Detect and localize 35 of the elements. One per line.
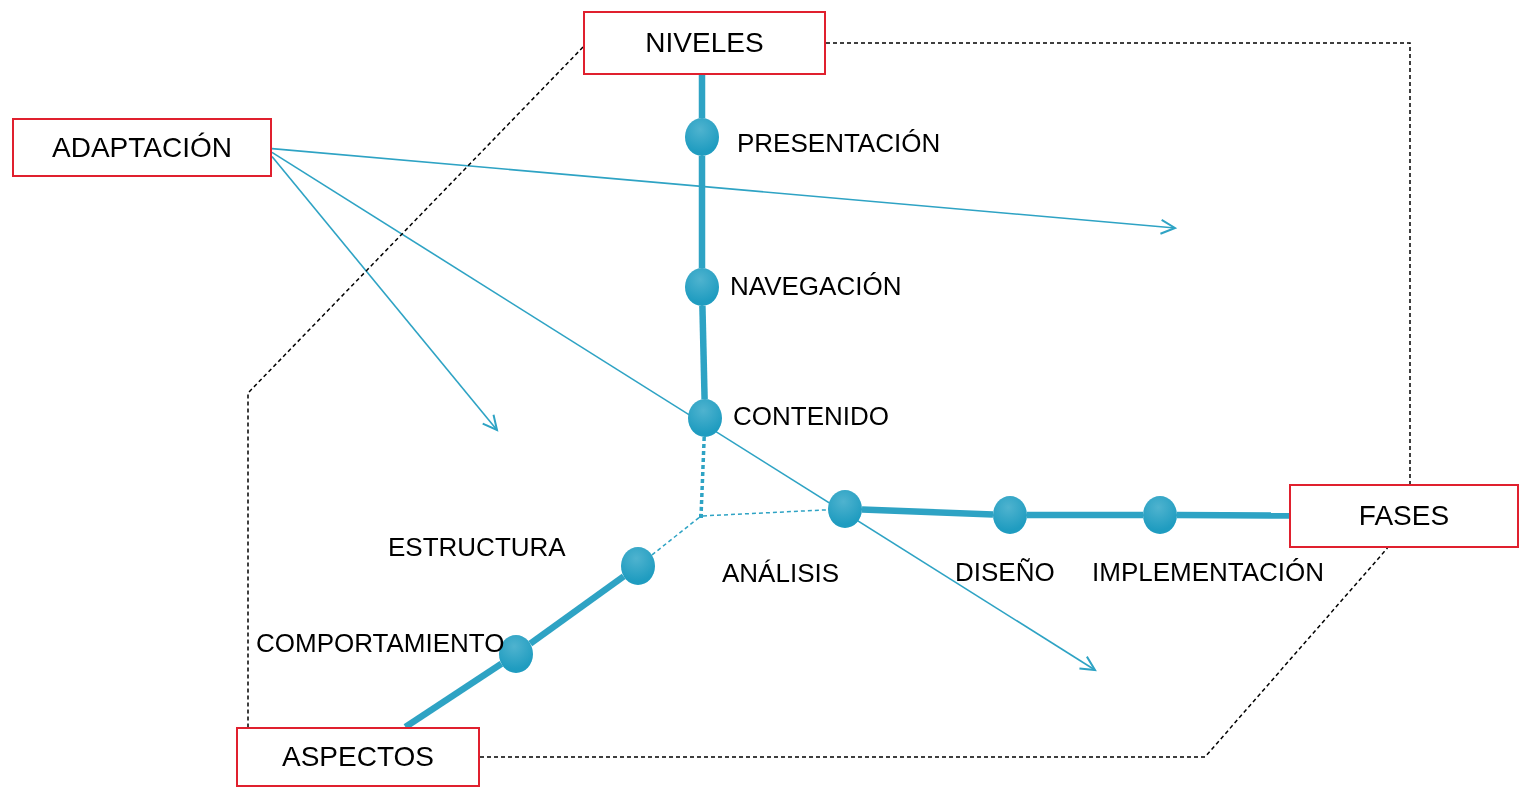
arrow — [271, 151, 1096, 671]
circle-marker — [828, 490, 862, 528]
connector-line — [403, 661, 504, 730]
label-box: ASPECTOS — [236, 727, 480, 787]
connector-line — [702, 509, 829, 517]
axis-label: DISEÑO — [955, 557, 1055, 587]
axis-label: COMPORTAMIENTO — [256, 628, 505, 658]
label-box: NIVELES — [583, 11, 826, 75]
label-box: FASES — [1289, 484, 1519, 548]
circle-marker — [685, 118, 719, 156]
axis-label: PRESENTACIÓN — [737, 128, 941, 158]
circle-marker — [688, 399, 722, 437]
connector-line — [861, 506, 994, 518]
connector-line — [479, 547, 1389, 758]
connector-line — [1177, 511, 1289, 519]
arrow — [271, 147, 1176, 235]
circle-marker — [1143, 496, 1177, 534]
axis-label: CONTENIDO — [733, 401, 889, 431]
label-box: ADAPTACIÓN — [12, 118, 272, 177]
connector-line — [699, 305, 708, 400]
axis-label: IMPLEMENTACIÓN — [1092, 557, 1325, 587]
axis-label: NAVEGACIÓN — [730, 271, 902, 301]
connector-line — [651, 516, 700, 556]
circle-marker — [685, 268, 719, 306]
connector-line — [528, 573, 626, 647]
circle-marker — [621, 547, 655, 585]
connector-line — [698, 75, 706, 118]
connector-line — [1027, 511, 1143, 519]
circle-marker — [993, 496, 1027, 534]
connector-line — [698, 156, 706, 268]
arrow — [271, 155, 498, 431]
connector-line — [825, 42, 1411, 485]
axis-label: ESTRUCTURA — [388, 532, 566, 562]
axis-label: ANÁLISIS — [722, 558, 840, 588]
connector-line — [247, 46, 584, 728]
